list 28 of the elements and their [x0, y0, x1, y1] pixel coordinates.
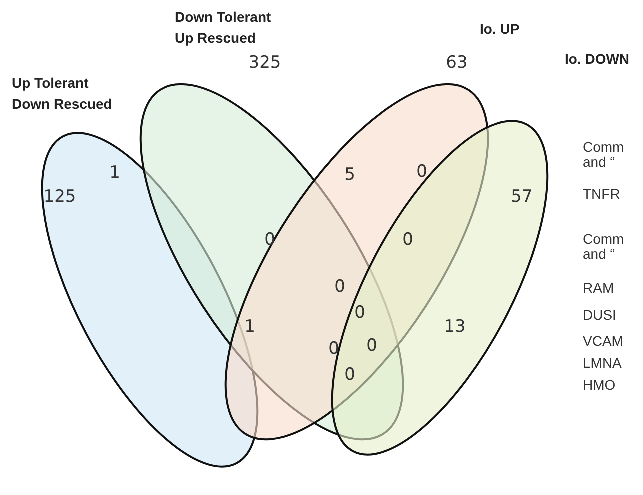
region-count: 0	[354, 302, 366, 324]
region-count: 1	[244, 316, 256, 338]
set-title: Io. DOWN	[565, 51, 630, 67]
region-count: 0	[344, 364, 356, 386]
note-text: Comm and “	[583, 232, 625, 263]
region-count: 63	[446, 52, 468, 74]
note-text: HMO	[583, 377, 616, 394]
region-count: 0	[366, 336, 378, 356]
set-title: Up Tolerant Down Rescued	[12, 75, 112, 112]
note-text: TNFR	[583, 186, 620, 203]
note-text: Comm and “	[583, 140, 625, 171]
region-count: 13	[444, 316, 466, 338]
region-count: 0	[264, 230, 276, 250]
region-count: 0	[416, 162, 428, 182]
region-count: 1	[110, 162, 120, 184]
note-text: LMNA	[583, 355, 622, 372]
note-text: VCAM	[583, 333, 624, 350]
note-text: RAM	[583, 280, 614, 297]
region-count: 325	[248, 52, 282, 74]
region-count: 0	[328, 338, 340, 360]
region-count: 5	[344, 164, 356, 186]
region-count: 0	[402, 230, 414, 250]
note-text: DUSI	[583, 307, 616, 324]
region-count: 125	[44, 186, 76, 208]
set-title: Io. UP	[480, 21, 520, 37]
region-count: 0	[334, 276, 346, 298]
set-title: Down Tolerant Up Rescued	[175, 9, 272, 46]
region-count: 57	[511, 186, 533, 208]
